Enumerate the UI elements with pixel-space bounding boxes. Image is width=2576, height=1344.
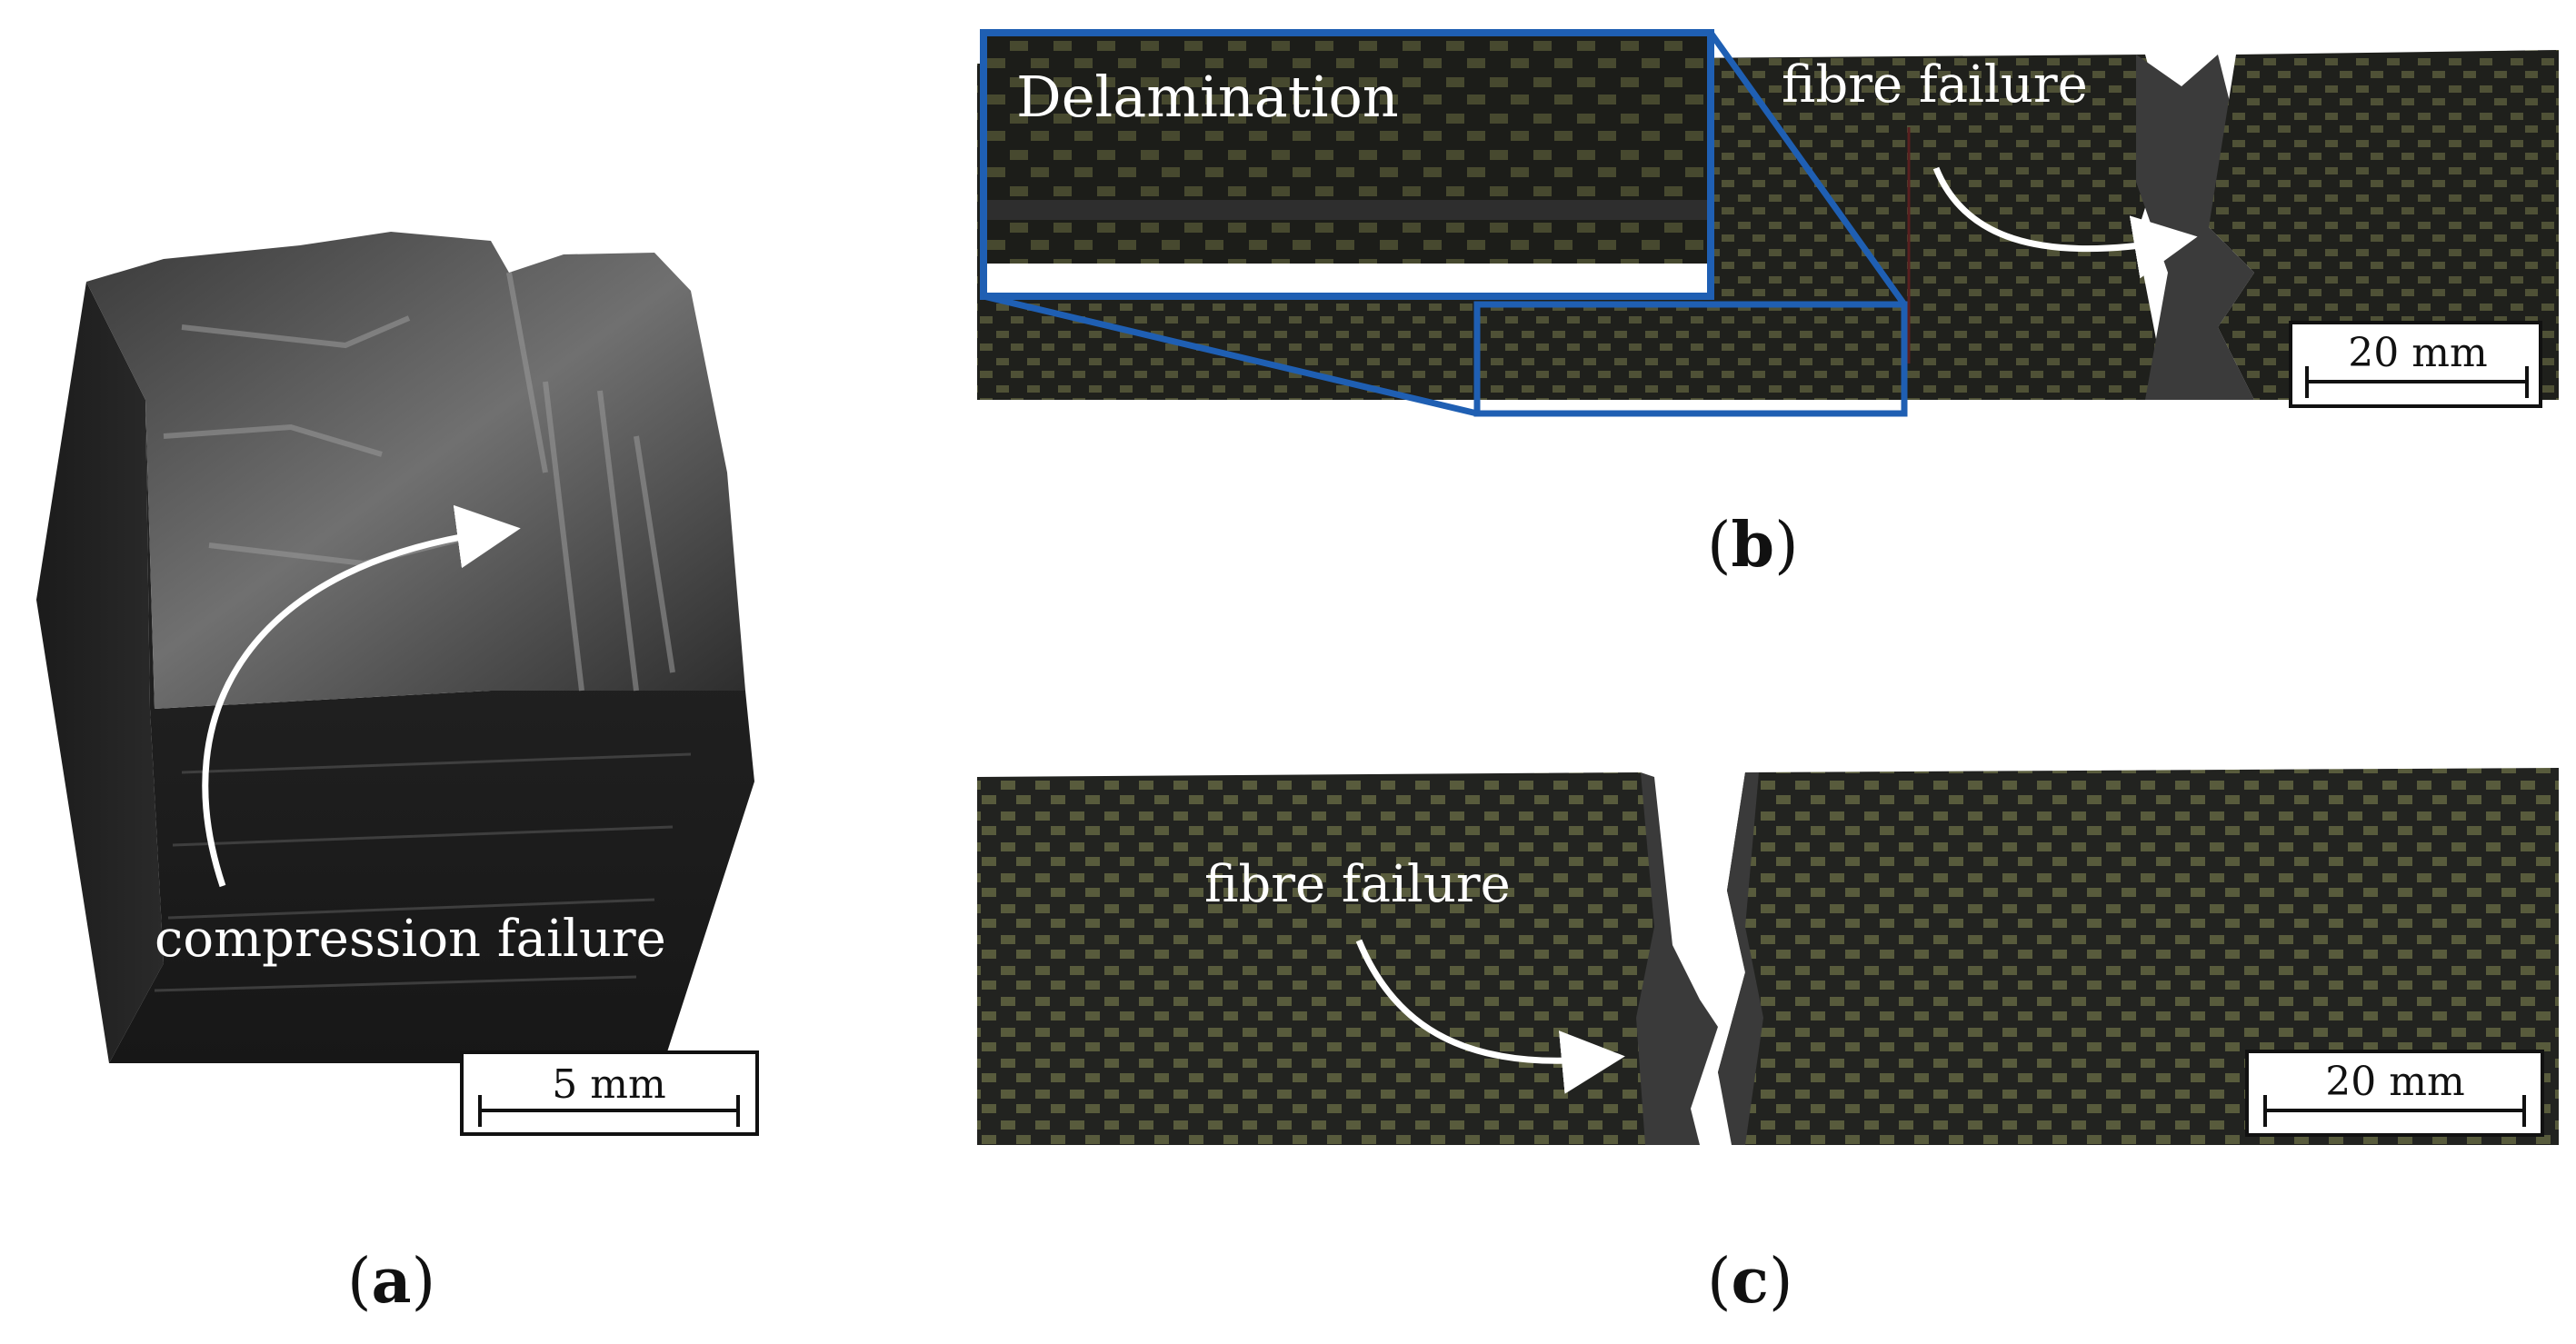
fibre-failure-arrow-c	[1355, 939, 1625, 1094]
strip-c-fracture-left	[1636, 772, 1718, 1145]
scale-bar-a-label: 5 mm	[552, 1061, 665, 1108]
panel-a-photo: compression failure 5 mm	[36, 232, 759, 1136]
fracture-texture	[163, 272, 675, 692]
cube-front-face	[109, 400, 754, 1063]
delamination-zoom-box	[1473, 301, 1908, 417]
scale-bar-b-label: 20 mm	[2348, 330, 2487, 376]
strip-c-left	[977, 772, 1700, 1145]
panel-b-photo: Delamination fibre failure 20 mm	[977, 29, 2559, 417]
scale-bar-b: 20 mm	[2289, 321, 2542, 408]
scale-bar-a: 5 mm	[460, 1050, 759, 1136]
fibre-failure-label-b: fibre failure	[1782, 55, 2088, 114]
delamination-inset	[983, 33, 1711, 296]
scale-bar-c-label: 20 mm	[2325, 1059, 2464, 1105]
strip-c-fracture-right	[1718, 772, 1763, 1145]
strip-b-right	[2209, 50, 2559, 400]
caption-b: (b)	[1707, 509, 1799, 582]
delamination-label: Delamination	[1016, 64, 1399, 130]
cube-top-fracture	[86, 232, 745, 709]
compression-failure-label: compression failure	[155, 910, 666, 969]
fibre-failure-label-c: fibre failure	[1204, 855, 1511, 914]
caption-c: (c)	[1707, 1245, 1793, 1318]
compression-arrow	[202, 504, 521, 888]
panel-c-photo: fibre failure 20 mm	[977, 768, 2559, 1145]
fibre-failure-arrow-b	[1932, 166, 2198, 279]
scale-bar-c: 20 mm	[2245, 1050, 2544, 1137]
caption-a: (a)	[347, 1245, 436, 1318]
cube-left-face	[36, 282, 164, 1063]
